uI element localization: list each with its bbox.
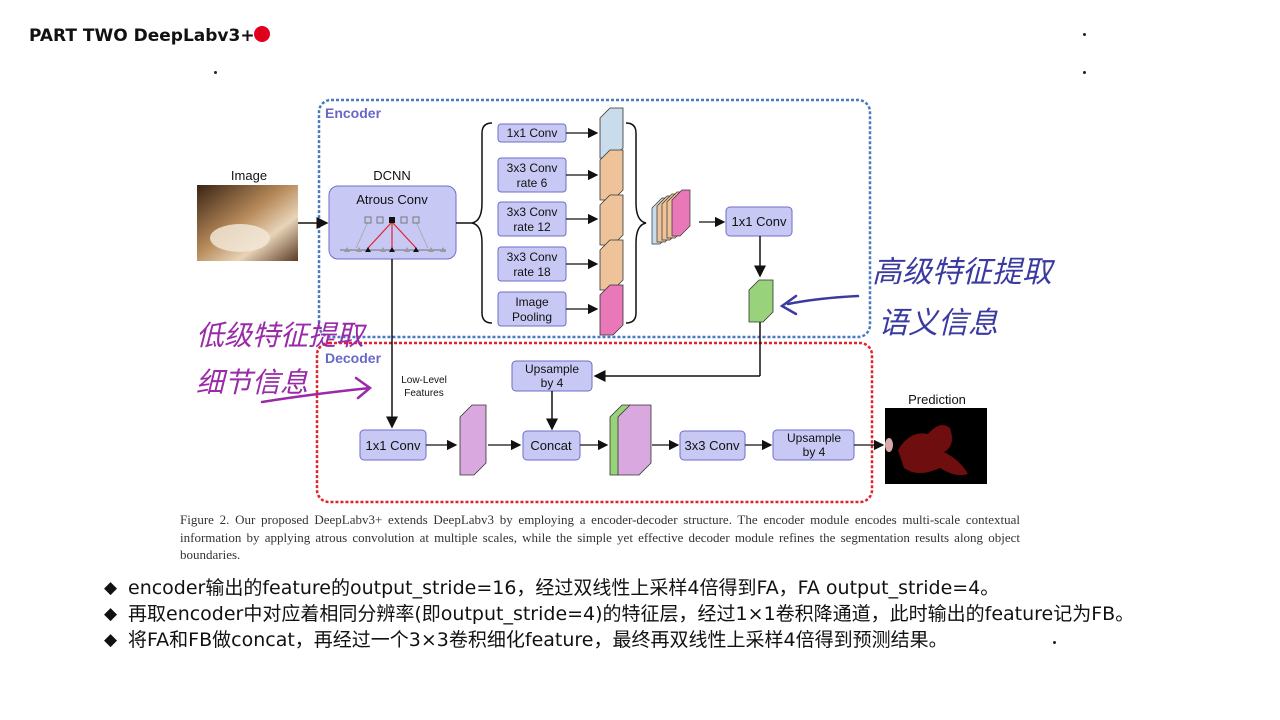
diamond-icon: ◆ bbox=[104, 578, 118, 598]
branch-feature-blocks bbox=[599, 107, 624, 336]
decor-dot bbox=[1053, 641, 1056, 644]
upsample-a-label: Upsample bbox=[525, 362, 579, 376]
encoder-concat-stack bbox=[651, 189, 691, 245]
conv3x3-label: 3x3 Conv bbox=[685, 438, 740, 453]
bullet-text: 再取encoder中对应着相同分辨率(即output_stride=4)的特征层… bbox=[128, 603, 1135, 625]
branch-label: Pooling bbox=[512, 310, 552, 324]
low-level-label: Low-Level bbox=[401, 375, 447, 386]
decoder-frame bbox=[315, 341, 874, 504]
atrous-conv-label: Atrous Conv bbox=[356, 192, 428, 207]
decoder-label: Decoder bbox=[325, 350, 382, 366]
bullet-item: ◆ 将FA和FB做concat，再经过一个3×3卷积细化feature，最终再双线… bbox=[104, 627, 1214, 653]
image-label: Image bbox=[231, 168, 267, 183]
diamond-icon: ◆ bbox=[104, 630, 118, 650]
deeplabv3plus-diagram: Encoder Decoder Image DCNN Atrous Conv 1… bbox=[196, 98, 1056, 504]
bullet-item: ◆ 再取encoder中对应着相同分辨率(即output_stride=4)的特征… bbox=[104, 601, 1214, 627]
bullet-list: ◆ encoder输出的feature的output_stride=16，经过双线… bbox=[104, 575, 1214, 653]
low-level-block bbox=[459, 404, 487, 476]
branch-label: 3x3 Conv bbox=[507, 161, 558, 175]
figure-caption: Figure 2. Our proposed DeepLabv3+ extend… bbox=[180, 512, 1020, 562]
bullet-item: ◆ encoder输出的feature的output_stride=16，经过双线… bbox=[104, 575, 1214, 601]
encoder-label: Encoder bbox=[325, 105, 382, 121]
page-title: PART TWO DeepLabv3+ bbox=[29, 26, 255, 46]
bullet-text: 将FA和FB做concat，再经过一个3×3卷积细化feature，最终再双线性… bbox=[128, 629, 948, 651]
dcnn-label: DCNN bbox=[373, 168, 411, 183]
encoder-output-block bbox=[748, 279, 774, 323]
left-brace bbox=[471, 122, 493, 324]
annotation-left-line2: 细节信息 bbox=[196, 366, 308, 399]
branch-label: Image bbox=[515, 295, 549, 309]
enc-conv1x1-label: 1x1 Conv bbox=[732, 214, 787, 229]
red-dot-marker bbox=[254, 26, 270, 42]
annotation-left-arrow bbox=[260, 376, 373, 404]
decor-dot bbox=[214, 71, 217, 74]
diamond-icon: ◆ bbox=[104, 604, 118, 624]
annotation-right-arrow bbox=[779, 294, 860, 316]
decor-dot bbox=[1083, 33, 1086, 36]
annotation-right-line1: 高级特征提取 bbox=[872, 255, 1056, 290]
branch-label: rate 6 bbox=[517, 176, 548, 190]
annotation-left-line1: 低级特征提取 bbox=[196, 319, 368, 352]
concat-block bbox=[617, 404, 652, 476]
branch-label: 3x3 Conv bbox=[507, 205, 558, 219]
prediction-label: Prediction bbox=[908, 392, 966, 407]
annotation-right-line2: 语义信息 bbox=[878, 306, 998, 341]
branch-label: rate 12 bbox=[513, 220, 551, 234]
concat-label: Concat bbox=[530, 438, 572, 453]
decor-dot bbox=[1083, 71, 1086, 74]
dec-conv1x1-label: 1x1 Conv bbox=[366, 438, 421, 453]
atrous-icon bbox=[340, 216, 446, 252]
upsample-b-label: by 4 bbox=[803, 445, 826, 459]
upsample-b-label: Upsample bbox=[787, 431, 841, 445]
upsample-a-label: by 4 bbox=[541, 376, 564, 390]
branch-label: rate 18 bbox=[513, 265, 551, 279]
right-brace bbox=[625, 122, 647, 324]
enc-conv1x1-box bbox=[725, 206, 793, 237]
bullet-text: encoder输出的feature的output_stride=16，经过双线性… bbox=[128, 577, 1000, 599]
low-level-label: Features bbox=[404, 388, 443, 399]
encoder-frame bbox=[317, 98, 872, 339]
branch-label: 3x3 Conv bbox=[507, 250, 558, 264]
branch-label: 1x1 Conv bbox=[507, 126, 558, 140]
